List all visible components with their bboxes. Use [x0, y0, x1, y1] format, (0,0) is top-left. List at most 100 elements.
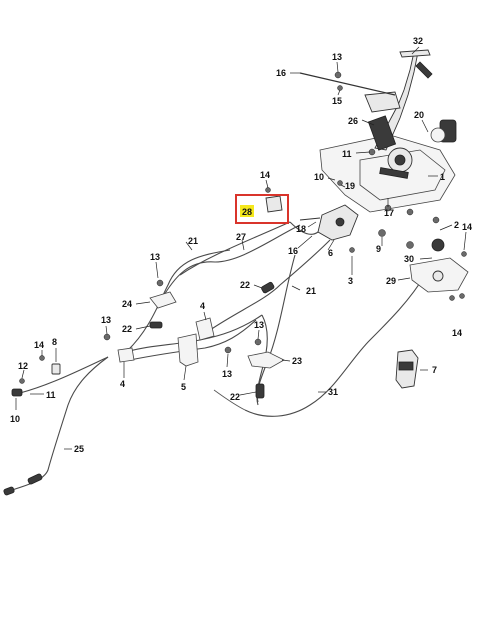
- callout-12: 12: [18, 361, 28, 371]
- callouts: 32 13 16 15 26 20 11 14 28 10 19 1 17 18…: [10, 36, 472, 454]
- callout-9: 9: [376, 244, 381, 254]
- leader-23: [281, 359, 291, 362]
- leader-18: [307, 221, 317, 228]
- callout-24: 24: [122, 299, 132, 309]
- callout-23: 23: [292, 356, 302, 366]
- callout-10b: 10: [10, 414, 20, 424]
- callout-22c: 22: [230, 392, 240, 402]
- callout-14b: 14: [462, 222, 472, 232]
- left-parts: [3, 187, 285, 496]
- bolt-13d: [254, 338, 262, 346]
- callout-5: 5: [181, 382, 186, 392]
- cable-27: [179, 221, 291, 276]
- pedal-assembly: [299, 49, 457, 249]
- callout-18: 18: [296, 224, 306, 234]
- knob-20-hub: [430, 127, 446, 143]
- highlight-box: [235, 194, 289, 224]
- cable-21-right: [209, 239, 331, 331]
- callout-13c: 13: [101, 315, 111, 325]
- grip-7: [395, 349, 419, 389]
- bolt-9b: [406, 241, 414, 249]
- leader-22b: [135, 325, 151, 330]
- leader-14a: [265, 179, 269, 189]
- callout-14a: 14: [260, 170, 270, 180]
- bracket-5: [177, 333, 199, 367]
- bracket-24: [149, 291, 177, 309]
- cable-end-25: [3, 486, 15, 496]
- callout-14c: 14: [452, 328, 462, 338]
- bracket-4b: [117, 347, 135, 363]
- leader-lines: [15, 46, 467, 450]
- cable-31: [244, 274, 426, 417]
- callout-28: 28: [242, 207, 252, 217]
- bolt-15: [337, 85, 343, 91]
- callout-22a: 22: [240, 280, 250, 290]
- callout-21a: 21: [188, 236, 198, 246]
- connector-22b: [261, 281, 275, 294]
- leader-10a: [327, 177, 336, 181]
- callout-27: 27: [236, 232, 246, 242]
- cable-22-tail: [213, 389, 246, 411]
- leader-27: [241, 239, 245, 251]
- leader-21b: [291, 285, 301, 291]
- lever-assembly-6: [299, 180, 359, 253]
- cable-16: [289, 221, 319, 235]
- leader-12: [21, 369, 25, 379]
- leader-15: [337, 89, 341, 96]
- leader-20: [421, 119, 429, 133]
- leader-19: [340, 184, 346, 188]
- bracket-29-hole: [432, 270, 444, 282]
- callout-16b: 16: [288, 246, 298, 256]
- rod-32: [399, 49, 431, 58]
- bolt-12: [19, 378, 25, 384]
- callout-10a: 10: [314, 172, 324, 182]
- connector-22a: [149, 321, 163, 329]
- highlight-marker: [240, 205, 254, 217]
- cable-25: [11, 356, 109, 491]
- lever-6-pivot: [335, 217, 345, 227]
- callout-4a: 4: [200, 301, 205, 311]
- cable-21-upper: [159, 224, 301, 303]
- leader-13b: [155, 261, 159, 279]
- gear-cluster-inner: [394, 154, 406, 166]
- bolt-14e: [459, 293, 465, 299]
- connector-22c: [255, 383, 265, 399]
- part-28: [265, 195, 283, 213]
- leader-26: [361, 119, 375, 126]
- leader-13c: [105, 325, 108, 335]
- leader-21a: [185, 241, 193, 251]
- callout-21b: 21: [306, 286, 316, 296]
- callout-13e: 13: [222, 369, 232, 379]
- cable-21-left: [125, 249, 231, 353]
- callout-4b: 4: [120, 379, 125, 389]
- callout-15: 15: [332, 96, 342, 106]
- leader-4a: [203, 311, 207, 321]
- leader-6: [327, 239, 335, 251]
- callout-13a: 13: [332, 52, 342, 62]
- callout-11a: 11: [342, 149, 352, 159]
- bolt-9: [378, 229, 386, 237]
- callout-6: 6: [328, 248, 333, 258]
- leader-11a: [355, 151, 371, 154]
- grip-26: [367, 115, 397, 151]
- callout-1: 1: [440, 172, 445, 182]
- callout-8: 8: [52, 337, 57, 347]
- link-16: [299, 72, 396, 96]
- leader-5: [183, 365, 187, 381]
- bolt-13a: [334, 71, 342, 79]
- cable-10-left: [19, 356, 109, 394]
- bolt-14d: [39, 355, 45, 361]
- bolt-13b: [156, 279, 164, 287]
- bracket-4a: [195, 317, 215, 341]
- grip-7-band: [398, 361, 414, 371]
- leader-22a: [253, 284, 263, 289]
- part-8: [51, 363, 61, 375]
- cables: [5, 221, 426, 495]
- bolt-14b: [461, 251, 467, 257]
- leader-32: [411, 46, 420, 55]
- leader-29: [397, 277, 411, 281]
- callout-19: 19: [345, 181, 355, 191]
- callout-26: 26: [348, 116, 358, 126]
- leader-2: [439, 224, 453, 231]
